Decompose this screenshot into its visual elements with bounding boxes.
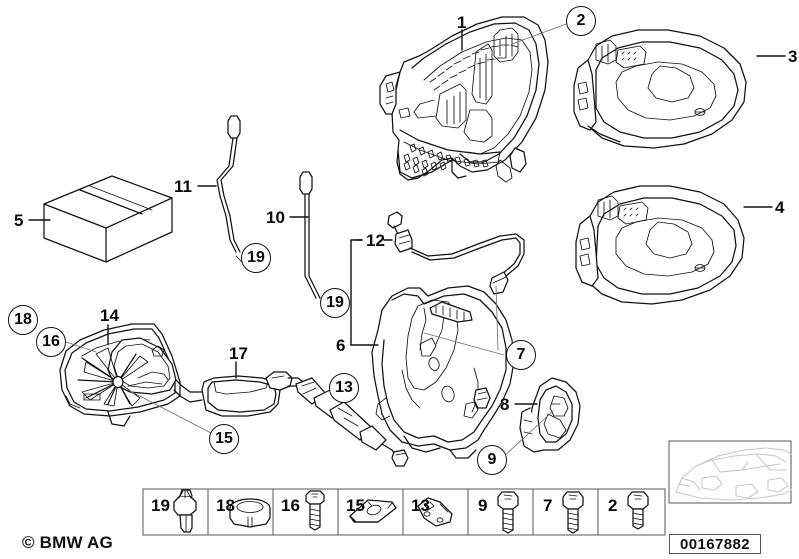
legend-number-15: 15 xyxy=(346,496,365,515)
callout-9: 9 xyxy=(477,445,507,475)
callout-18: 18 xyxy=(8,305,38,335)
copyright-notice: © BMW AG xyxy=(22,533,113,552)
clip-nut-icon xyxy=(349,499,397,523)
callout-2: 2 xyxy=(566,6,596,36)
legend-number-16: 16 xyxy=(281,496,300,515)
part-17-door-check-strut xyxy=(173,371,409,467)
legend-number-19: 19 xyxy=(151,496,170,515)
callout-13: 13 xyxy=(329,373,359,403)
legend-number-18: 18 xyxy=(216,496,235,515)
part-6-door-lock-assembly xyxy=(371,285,515,459)
part-3-outer-door-handle-upper xyxy=(573,29,747,149)
legend-strip-artwork xyxy=(142,488,666,536)
callout-17: 17 xyxy=(229,344,248,363)
callout-8: 8 xyxy=(500,395,510,414)
connector-icon xyxy=(417,497,453,527)
part-11-lock-operating-rod-long xyxy=(216,115,243,263)
expanding-rivet-icon xyxy=(173,489,197,533)
callout-6: 6 xyxy=(336,336,346,355)
part-1-door-handle-carrier xyxy=(379,16,549,183)
callout-10: 10 xyxy=(266,208,285,227)
callout-7: 7 xyxy=(506,340,536,370)
part-5-repair-kit-box xyxy=(43,175,173,263)
callout-1: 1 xyxy=(457,13,467,32)
part-12-bowden-cable xyxy=(387,211,525,295)
callout-16: 16 xyxy=(36,327,66,357)
legend-number-13: 13 xyxy=(411,496,430,515)
callout-12: 12 xyxy=(366,231,385,250)
callout-leader-lines xyxy=(28,23,786,461)
callout-19-lower: 19 xyxy=(320,288,350,318)
diagram-number: 00167882 xyxy=(669,534,761,554)
short-bolt-icon-2 xyxy=(627,491,649,530)
callout-5: 5 xyxy=(14,211,24,230)
hex-bolt-icon-7 xyxy=(562,491,584,534)
callout-3: 3 xyxy=(788,47,798,66)
legend-number-9: 9 xyxy=(478,496,488,515)
callout-11: 11 xyxy=(174,177,192,196)
callout-14: 14 xyxy=(100,306,119,325)
part-14-door-seal-panel xyxy=(59,323,181,427)
callout-15: 15 xyxy=(209,424,239,454)
part-4-outer-door-handle-lower xyxy=(575,185,745,305)
grommet-icon xyxy=(229,498,271,528)
hex-bolt-icon-9 xyxy=(497,491,519,534)
part-10-lock-operating-rod-short xyxy=(299,171,321,299)
callout-19-upper: 19 xyxy=(241,243,271,273)
torx-screw-icon xyxy=(305,490,325,531)
legend-number-7: 7 xyxy=(543,496,553,515)
legend-number-2: 2 xyxy=(608,496,618,515)
callout-4: 4 xyxy=(775,198,785,217)
part-8-striker-bracket xyxy=(519,377,581,453)
vehicle-silhouette-artwork xyxy=(668,440,792,504)
